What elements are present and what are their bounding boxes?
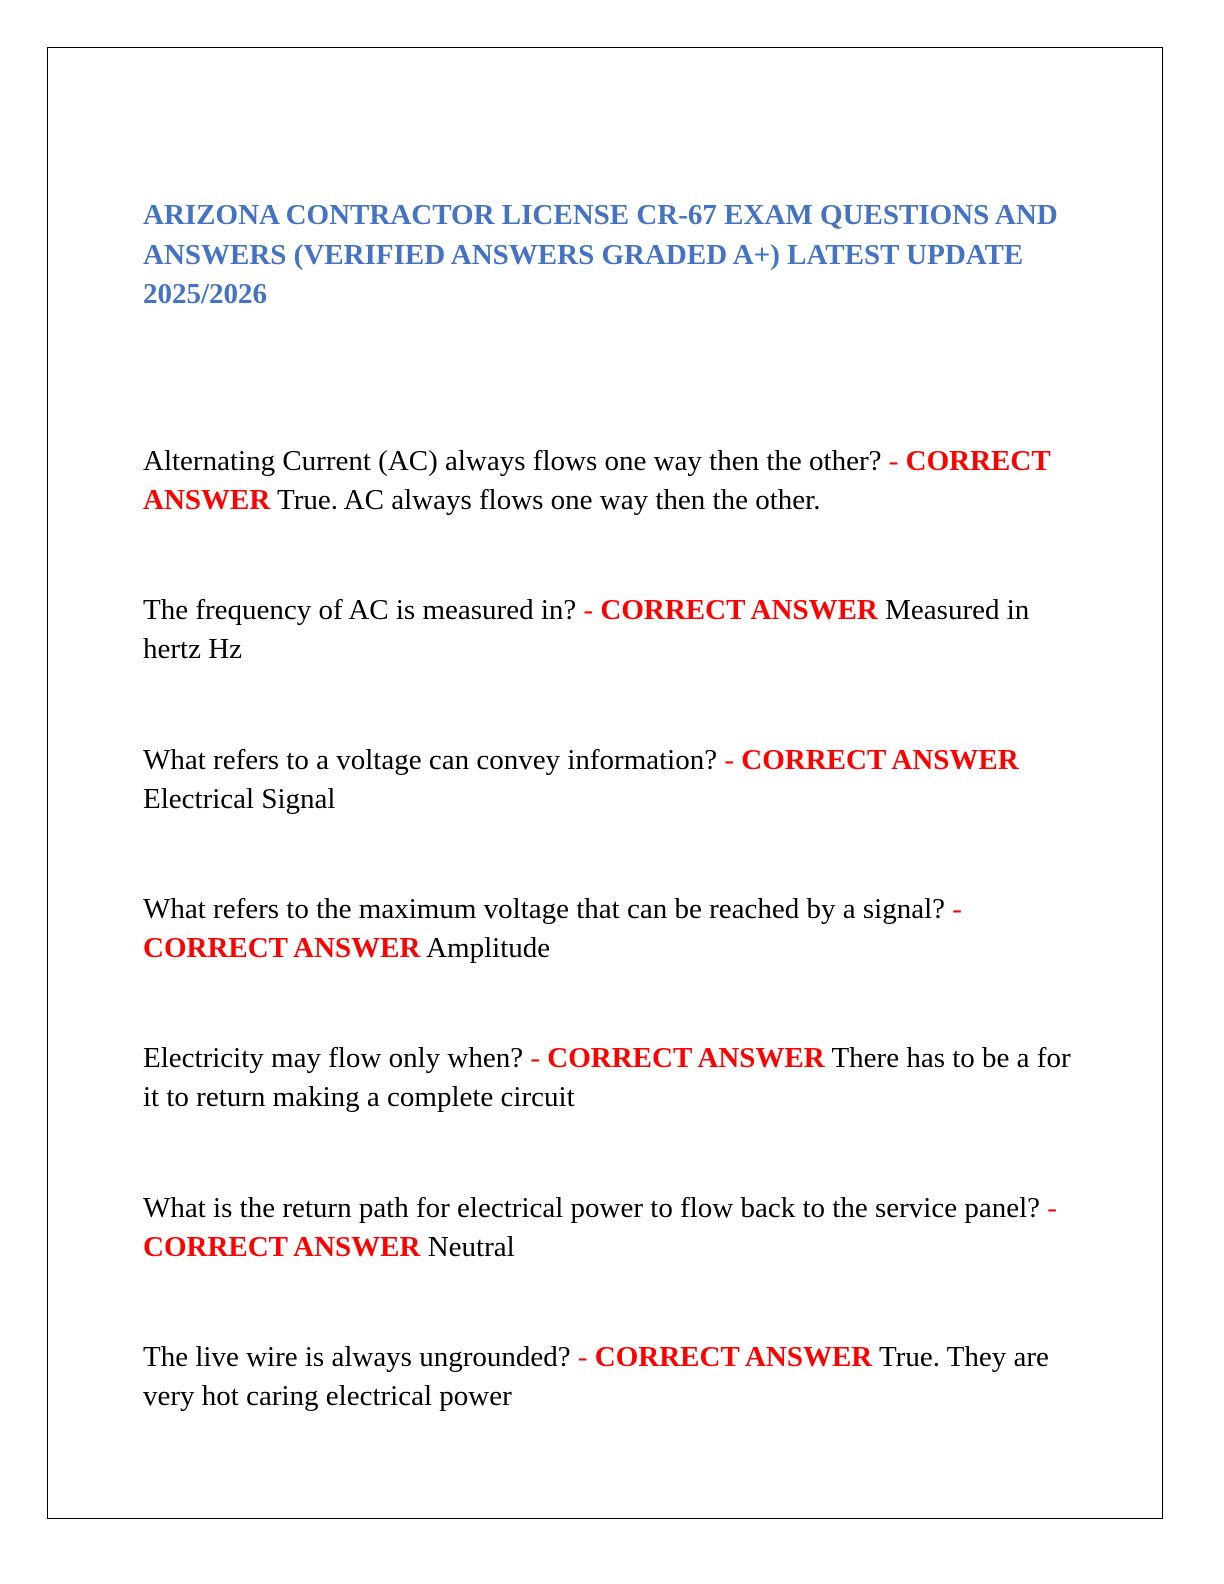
correct-answer-tag: CORRECT ANSWER <box>594 1341 873 1373</box>
correct-answer-tag: CORRECT ANSWER <box>741 744 1019 776</box>
question-text: Alternating Current (AC) always flows on… <box>143 445 882 477</box>
correct-answer-tag: CORRECT ANSWER <box>600 594 878 626</box>
question-text: Electricity may flow only when? <box>143 1042 524 1074</box>
question-text: What refers to a voltage can convey info… <box>143 744 718 776</box>
answer-separator: - <box>724 744 735 776</box>
correct-answer-tag: CORRECT ANSWER <box>547 1042 825 1074</box>
answer-text: Amplitude <box>426 932 551 964</box>
answer-separator: - <box>530 1042 541 1074</box>
answer-text: Neutral <box>427 1231 515 1263</box>
qa-item: Alternating Current (AC) always flows on… <box>143 442 1088 520</box>
correct-answer-tag: CORRECT ANSWER <box>143 445 1051 516</box>
question-text: What refers to the maximum voltage that … <box>143 893 946 925</box>
qa-item: What refers to a voltage can convey info… <box>143 741 1088 819</box>
document-title: ARIZONA CONTRACTOR LICENSE CR-67 EXAM QU… <box>143 199 1058 310</box>
qa-item: What is the return path for electrical p… <box>143 1189 1088 1267</box>
answer-text: There has to be a for it to return makin… <box>143 1042 1071 1113</box>
qa-item: The frequency of AC is measured in? - CO… <box>143 591 1088 669</box>
question-text: What is the return path for electrical p… <box>143 1192 1041 1224</box>
answer-separator: - <box>952 893 962 925</box>
answer-text: Electrical Signal <box>143 783 336 815</box>
question-text: The frequency of AC is measured in? <box>143 594 577 626</box>
question-text: The live wire is always ungrounded? <box>143 1341 571 1373</box>
answer-separator: - <box>577 1341 588 1373</box>
correct-answer-tag: CORRECT ANSWER <box>143 1231 421 1263</box>
qa-item: What refers to the maximum voltage that … <box>143 890 1088 968</box>
page-border <box>47 47 1163 1519</box>
answer-separator: - <box>888 445 899 477</box>
answer-separator: - <box>583 594 594 626</box>
answer-text: True. They are very hot caring electrica… <box>143 1341 1049 1412</box>
answer-text: True. AC always flows one way then the o… <box>277 484 821 516</box>
answer-separator: - <box>1047 1192 1057 1224</box>
qa-item: The live wire is always ungrounded? - CO… <box>143 1338 1088 1416</box>
correct-answer-tag: CORRECT ANSWER <box>143 932 421 964</box>
answer-text: Measured in hertz Hz <box>143 594 1030 665</box>
qa-item: Electricity may flow only when? - CORREC… <box>143 1039 1088 1117</box>
